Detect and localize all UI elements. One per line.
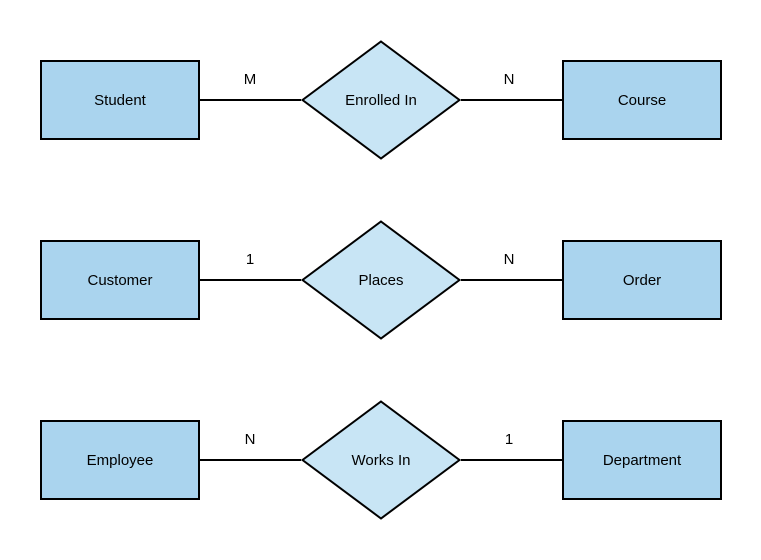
entity-label: Order bbox=[622, 271, 662, 289]
entity-label: Employee bbox=[86, 451, 154, 469]
entity-label: Student bbox=[94, 91, 146, 109]
diamond-shape bbox=[301, 220, 461, 340]
entity-label: Customer bbox=[87, 271, 153, 289]
connector-line[interactable] bbox=[200, 279, 301, 281]
relationship-row-student-course: Student M Enrolled In N Course bbox=[0, 40, 761, 160]
entity-label: Course bbox=[617, 91, 667, 109]
entity-customer[interactable]: Customer bbox=[40, 240, 200, 320]
connector-line[interactable] bbox=[461, 279, 562, 281]
entity-course[interactable]: Course bbox=[562, 60, 722, 140]
diamond-shape bbox=[301, 40, 461, 160]
diamond-polygon bbox=[301, 40, 461, 160]
diamond-shape bbox=[301, 400, 461, 520]
cardinality-label-right: 1 bbox=[504, 431, 514, 448]
relationship-places[interactable]: Places bbox=[301, 220, 461, 340]
cardinality-label-left: N bbox=[244, 431, 256, 448]
connector-line[interactable] bbox=[200, 99, 301, 101]
cardinality-label-right: N bbox=[503, 251, 515, 268]
entity-department[interactable]: Department bbox=[562, 420, 722, 500]
entity-order[interactable]: Order bbox=[562, 240, 722, 320]
connector-line[interactable] bbox=[200, 459, 301, 461]
relationship-enrolled-in[interactable]: Enrolled In bbox=[301, 40, 461, 160]
entity-label: Department bbox=[602, 451, 682, 469]
connector-line[interactable] bbox=[461, 99, 562, 101]
diamond-polygon bbox=[301, 400, 461, 520]
diamond-polygon bbox=[301, 220, 461, 340]
relationship-row-customer-order: Customer 1 Places N Order bbox=[0, 220, 761, 340]
connector-line[interactable] bbox=[461, 459, 562, 461]
relationship-row-employee-department: Employee N Works In 1 Department bbox=[0, 400, 761, 520]
entity-employee[interactable]: Employee bbox=[40, 420, 200, 500]
cardinality-label-left: M bbox=[243, 71, 257, 88]
relationship-works-in[interactable]: Works In bbox=[301, 400, 461, 520]
cardinality-label-left: 1 bbox=[245, 251, 255, 268]
entity-student[interactable]: Student bbox=[40, 60, 200, 140]
cardinality-label-right: N bbox=[503, 71, 515, 88]
